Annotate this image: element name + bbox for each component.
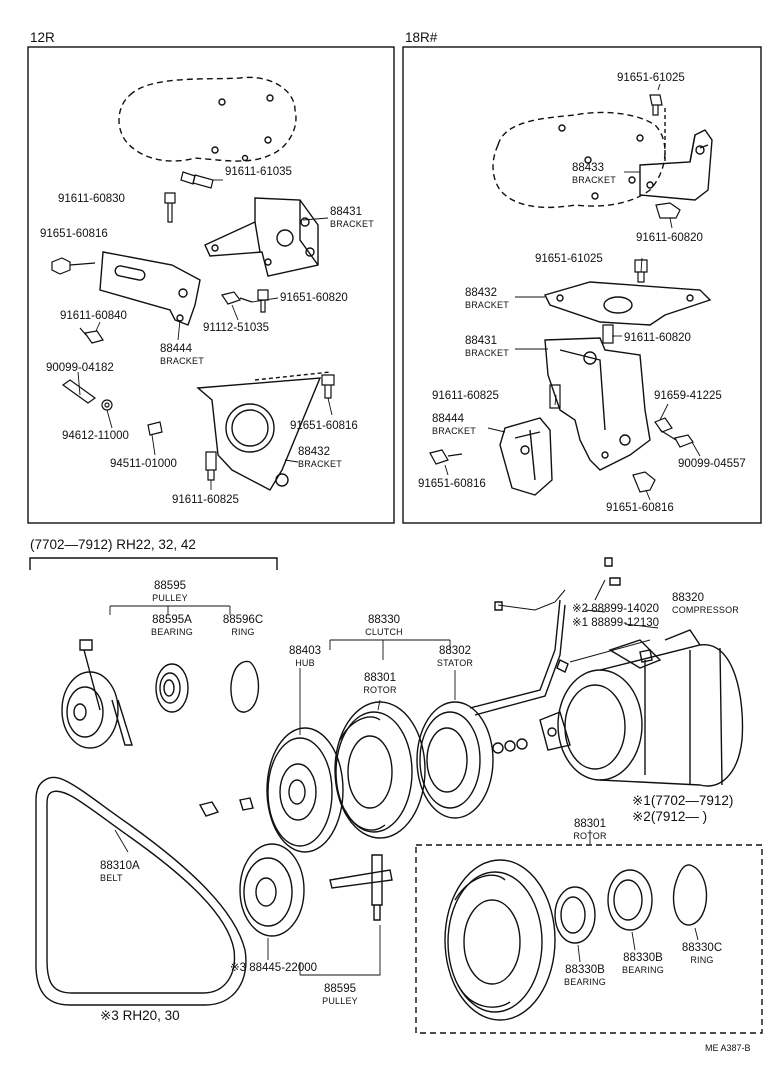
hub-88403 bbox=[266, 727, 344, 853]
bracket-88444-18r bbox=[499, 417, 553, 496]
note-3-applicability: ※3 RH20, 30 bbox=[100, 1008, 180, 1023]
label-91611-60820-b: 91611-60820 bbox=[624, 332, 691, 344]
bracket-88431-12r bbox=[204, 197, 319, 277]
panel-12r-frame bbox=[27, 46, 395, 524]
bracket-88432-12r bbox=[196, 371, 331, 491]
panel-18r-frame bbox=[402, 46, 762, 524]
bearing-88330b-2 bbox=[607, 869, 653, 931]
label-91651-60816-b-18r: 91651-60816 bbox=[606, 502, 674, 514]
label-91611-60820-a: 91611-60820 bbox=[636, 232, 703, 244]
label-91651-60816-a-18r: 91651-60816 bbox=[418, 478, 486, 490]
bracket-88433-18r bbox=[639, 108, 713, 201]
panel-title-12r: 12R bbox=[30, 30, 55, 45]
ring-88596c bbox=[230, 660, 260, 713]
panel-title-18r: 18R# bbox=[405, 30, 438, 45]
bearing-88330b-1 bbox=[554, 886, 596, 944]
rotor-detail-box bbox=[415, 844, 763, 1034]
bracket-88431-18r bbox=[544, 337, 651, 471]
label-88445-22000: ※3 88445-22000 bbox=[230, 962, 318, 974]
label-91611-60825-12r: 91611-60825 bbox=[172, 494, 239, 506]
pulley-88445 bbox=[239, 843, 305, 937]
belt-88310a bbox=[35, 776, 247, 1006]
label-91611-60825-18r: 91611-60825 bbox=[432, 390, 499, 402]
applicability-label: (7702—7912) RH22, 32, 42 bbox=[30, 537, 196, 552]
label-91112-51035: 91112-51035 bbox=[203, 322, 270, 334]
stator-88302 bbox=[416, 599, 566, 819]
note-1-applicability: ※1(7702—7912) bbox=[632, 793, 734, 808]
rotor-88301 bbox=[334, 701, 426, 839]
idler-pulley-88595 bbox=[61, 639, 133, 749]
label-94612-11000: 94612-11000 bbox=[62, 430, 129, 442]
note-2-applicability: ※2(7912— ) bbox=[632, 809, 708, 824]
label-91611-61035: 91611-61035 bbox=[225, 166, 292, 178]
label-91651-61025-a: 91651-61025 bbox=[617, 72, 685, 84]
label-88899-14020: ※2 88899-14020 bbox=[572, 603, 660, 615]
label-91611-60830: 91611-60830 bbox=[58, 193, 125, 205]
bracket-88432-18r bbox=[543, 281, 712, 326]
applicability-bracket bbox=[29, 557, 278, 570]
rotor-detail-88301 bbox=[444, 859, 556, 1021]
label-90099-04557: 90099-04557 bbox=[678, 458, 746, 470]
label-91651-60820: 91651-60820 bbox=[280, 292, 348, 304]
label-91651-60816-a: 91651-60816 bbox=[40, 228, 108, 240]
compressor-88320 bbox=[539, 629, 744, 787]
label-91651-60816-b: 91651-60816 bbox=[290, 420, 358, 432]
label-94511-01000: 94511-01000 bbox=[110, 458, 177, 470]
label-91611-60840: 91611-60840 bbox=[60, 310, 127, 322]
engine-outline-12r bbox=[118, 76, 297, 162]
bearing-88595a bbox=[155, 663, 189, 713]
label-90099-04182: 90099-04182 bbox=[46, 362, 114, 374]
label-88899-12130: ※1 88899-12130 bbox=[572, 617, 660, 629]
label-91651-61025-b: 91651-61025 bbox=[535, 253, 603, 265]
label-91659-41225: 91659-41225 bbox=[654, 390, 722, 402]
ring-88330c-shape bbox=[672, 864, 708, 926]
engine-outline-18r bbox=[492, 111, 666, 209]
reference-code: ME A387-B bbox=[705, 1043, 751, 1053]
